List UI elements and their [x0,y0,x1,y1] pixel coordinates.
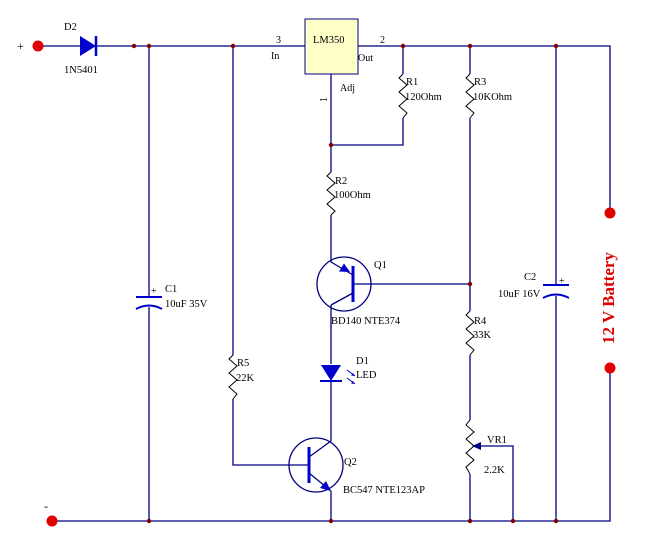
transistor-q1: Q1 BD140 NTE374 [316,256,401,327]
vr1-ref-label: VR1 [487,435,507,446]
diode-d2-symbol [80,36,96,56]
junction-node [400,43,406,49]
r1-ref-label: R1 [406,77,418,88]
positive-terminal [32,40,44,52]
capacitor-c1-curved-plate [135,304,163,310]
led-d1: D1 LED [320,356,377,385]
regulator-pin1-label: 1 [319,97,330,102]
d1-ref-label: D1 [356,356,369,367]
regulator-pin3-label: 3 [276,35,281,46]
junction-node [146,518,152,524]
junction-node [146,43,152,49]
junction-node [467,518,473,524]
junction-node [328,142,334,148]
wire-r5-branch [232,46,290,466]
q1-part-label: BD140 NTE374 [331,316,401,327]
regulator-out-label: Out [358,53,373,64]
junction-node [230,43,236,49]
diode-d2: D2 1N5401 [64,22,98,76]
d2-ref-label: D2 [64,22,77,33]
r2-ref-label: R2 [335,176,347,187]
transistor-q2: Q2 BC547 NTE123AP [288,437,425,496]
junction-nodes [131,43,559,524]
potentiometer-wiper-arrow [472,442,481,450]
junction-node [553,43,559,49]
resistor-r5-symbol [228,354,238,400]
wire-top-rail-right [358,45,611,213]
resistor-r1-symbol [398,73,408,119]
q2-part-label: BC547 NTE123AP [343,485,425,496]
junction-node [467,43,473,49]
q2-emitter-arrow [320,481,331,491]
c1-polarity-label: + [151,286,157,297]
led-d1-symbol [321,365,341,381]
d2-value-label: 1N5401 [64,65,98,76]
capacitor-c2-curved-plate [542,293,570,299]
c1-value-label: 10uF 35V [165,299,208,310]
resistor-r3-symbol [465,73,475,119]
r5-ref-label: R5 [237,358,249,369]
resistor-r2-symbol [326,171,336,216]
q2-ref-label: Q2 [344,457,357,468]
negative-terminal-label: - [44,499,48,513]
regulator-body [304,18,359,75]
junction-node [510,518,516,524]
capacitor-c2: + C2 10uF 16V [498,272,570,300]
input-terminals: + - [17,39,58,527]
battery-positive-terminal [604,207,616,219]
regulator-adj-label: Adj [340,83,355,94]
c1-ref-label: C1 [165,284,177,295]
r1-value-label: 120Ohm [405,92,442,103]
r2-value-label: 100Ohm [334,190,371,201]
junction-node [467,281,473,287]
resistor-r4-symbol [465,310,475,356]
resistor-labels: R1 120Ohm R2 100Ohm R3 10KOhm R4 33K R5 … [236,77,512,476]
wires [38,45,611,522]
regulator-in-label: In [271,51,279,62]
d1-value-label: LED [356,370,377,381]
c2-ref-label: C2 [524,272,536,283]
junction-node [328,518,334,524]
regulator-part-label: LM350 [313,35,345,46]
c2-value-label: 10uF 16V [498,289,541,300]
r3-ref-label: R3 [474,77,486,88]
wire-r1-loop [331,118,404,146]
r5-value-label: 22K [236,373,255,384]
r4-value-label: 33K [473,330,492,341]
r4-ref-label: R4 [474,316,487,327]
wire-bottom-rail [52,368,611,522]
battery-output: 12 V Battery [599,207,618,374]
c2-polarity-label: + [559,276,565,287]
junction-node [553,518,559,524]
led-light-arrows [346,369,356,385]
battery-negative-terminal [604,362,616,374]
battery-label: 12 V Battery [599,252,618,344]
q1-ref-label: Q1 [374,260,387,271]
regulator-lm350: LM350 3 In 2 Out Adj 1 [271,18,385,102]
q1-emitter-arrow [339,263,350,272]
transistor-q1-body [316,256,372,312]
r3-value-label: 10KOhm [473,92,512,103]
junction-node [131,43,137,49]
regulator-pin2-label: 2 [380,35,385,46]
vr1-value-label: 2.2K [484,465,505,476]
wire-vr1-wiper [481,445,514,521]
negative-terminal [46,515,58,527]
potentiometer-vr1-symbol [465,419,475,475]
transistor-q2-body [288,437,344,493]
capacitor-c1: + C1 10uF 35V [135,284,208,310]
positive-terminal-label: + [17,39,24,53]
